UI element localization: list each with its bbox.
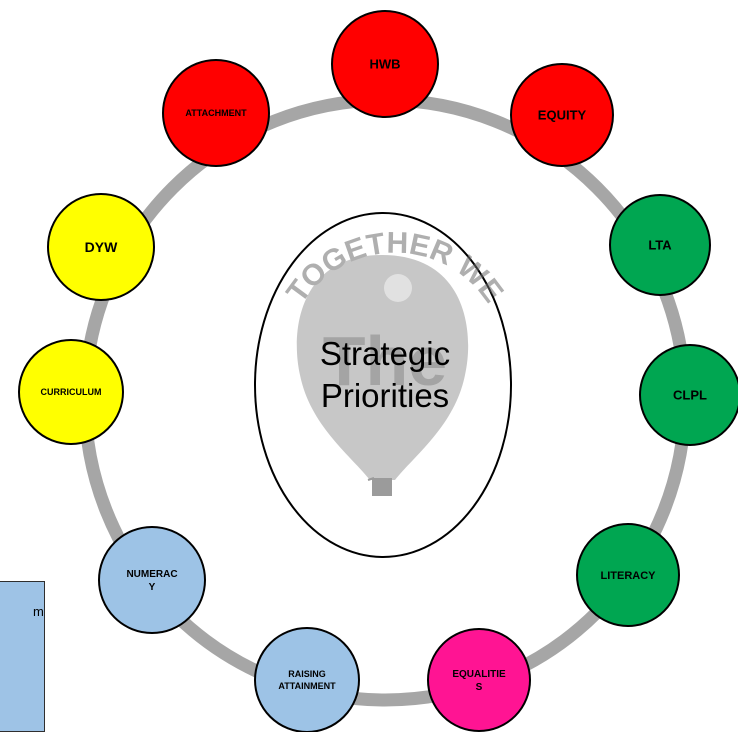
node-label-attachment: ATTACHMENT [185,108,247,118]
node-label-curriculum: CURRICULUM [41,387,102,397]
node-label-hwb: HWB [369,57,400,72]
node-label-equity: EQUITY [538,108,587,123]
node-circle-dyw [47,193,155,301]
node-circle-literacy [576,523,680,627]
center-title-line1: Strategic [320,335,450,372]
node-circle-clpl [639,344,738,446]
balloon-icon [296,255,469,480]
node-circle-equity [510,63,614,167]
node-label-raising-attainment: RAISING [288,669,326,679]
node-label-numeracy: Y [149,582,156,593]
node-label-equalities: EQUALITIE [452,669,506,680]
node-label-dyw: DYW [85,239,118,255]
legend-box: m [0,581,45,732]
node-circle-numeracy [98,526,206,634]
node-circle-lta [609,194,711,296]
node-equalities: EQUALITIE S [427,628,531,732]
priority-nodes: HWB EQUITY LTA CLPL LITERACY EQUALITIE S RAISIN… [18,10,738,732]
node-circle-hwb [331,10,439,118]
node-clpl: CLPL [639,344,738,446]
legend-text: m [33,604,44,619]
node-hwb: HWB [331,10,439,118]
node-equity: EQUITY [510,63,614,167]
node-label-equalities: S [476,682,483,693]
node-circle-curriculum [18,339,124,445]
node-circle-equalities [427,628,531,732]
node-label-raising-attainment: ATTAINMENT [278,681,336,691]
node-curriculum: CURRICULUM [18,339,124,445]
logo-letters: The [323,322,447,400]
node-label-lta: LTA [648,238,672,253]
node-raising-attainment: RAISING ATTAINMENT [254,627,360,732]
node-label-clpl: CLPL [673,388,707,403]
node-label-numeracy: NUMERAC [126,569,177,580]
center-title-line2: Priorities [321,377,449,414]
node-label-literacy: LITERACY [601,570,657,582]
node-circle-attachment [162,59,270,167]
node-numeracy: NUMERAC Y [98,526,206,634]
node-lta: LTA [609,194,711,296]
node-dyw: DYW [47,193,155,301]
balloon-basket-icon [372,478,392,496]
node-circle-raising-attainment [254,627,360,732]
node-attachment: ATTACHMENT [162,59,270,167]
node-literacy: LITERACY [576,523,680,627]
bulb-icon [384,274,412,302]
center-group: The TOGETHER WE Strategic Priorities [254,212,512,558]
